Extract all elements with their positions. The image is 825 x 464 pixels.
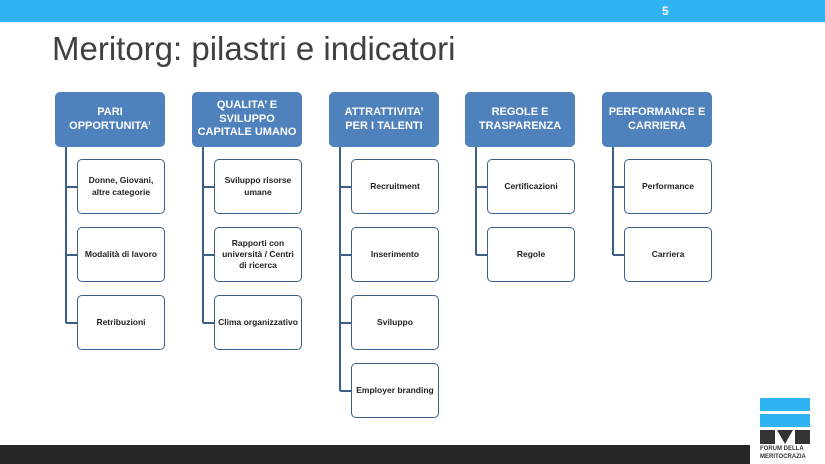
bottom-bar (0, 445, 750, 464)
connector-line (66, 254, 77, 256)
connector-line (203, 186, 214, 188)
indicator-box: Inserimento (351, 227, 439, 282)
indicator-box: Donne, Giovani, altre categorie (77, 159, 165, 214)
pillar-header: REGOLE E TRASPARENZA (465, 92, 575, 147)
indicator-box: Modalità di lavoro (77, 227, 165, 282)
indicator-box: Certificazioni (487, 159, 575, 214)
forum-meritocrazia-logo: FORUM DELLA MERITOCRAZIA (760, 398, 810, 460)
connector-line (476, 186, 487, 188)
top-bar (0, 0, 825, 22)
indicator-box: Rapporti con università / Centri di rice… (214, 227, 302, 282)
connector-line (66, 322, 77, 324)
connector-line (476, 254, 487, 256)
pillar-header: PARI OPPORTUNITA’ (55, 92, 165, 147)
connector-line (613, 186, 624, 188)
connector-line (339, 147, 341, 391)
indicator-box: Retribuzioni (77, 295, 165, 350)
connector-line (612, 147, 614, 255)
slide-title: Meritorg: pilastri e indicatori (52, 30, 456, 67)
connector-line (203, 254, 214, 256)
logo-text-1: FORUM DELLA (760, 446, 804, 452)
page-number: 5 (662, 4, 669, 18)
pillar-header: PERFORMANCE E CARRIERA (602, 92, 712, 147)
indicator-box: Clima organizzativo (214, 295, 302, 350)
logo-text-2: MERITOCRAZIA (760, 454, 806, 460)
connector-line (340, 254, 351, 256)
connector-line (66, 186, 77, 188)
indicator-box: Sviluppo risorse umane (214, 159, 302, 214)
connector-line (340, 322, 351, 324)
indicator-box: Recruitment (351, 159, 439, 214)
pillar-header: ATTRATTIVITA’ PER I TALENTI (329, 92, 439, 147)
indicator-box: Performance (624, 159, 712, 214)
connector-line (202, 147, 204, 323)
connector-line (65, 147, 67, 323)
indicator-box: Employer branding (351, 363, 439, 418)
connector-line (475, 147, 477, 255)
connector-line (340, 186, 351, 188)
connector-line (203, 322, 214, 324)
indicator-box: Sviluppo (351, 295, 439, 350)
connector-line (613, 254, 624, 256)
indicator-box: Regole (487, 227, 575, 282)
indicator-box: Carriera (624, 227, 712, 282)
pillar-header: QUALITA’ E SVILUPPO CAPITALE UMANO (192, 92, 302, 147)
connector-line (340, 390, 351, 392)
